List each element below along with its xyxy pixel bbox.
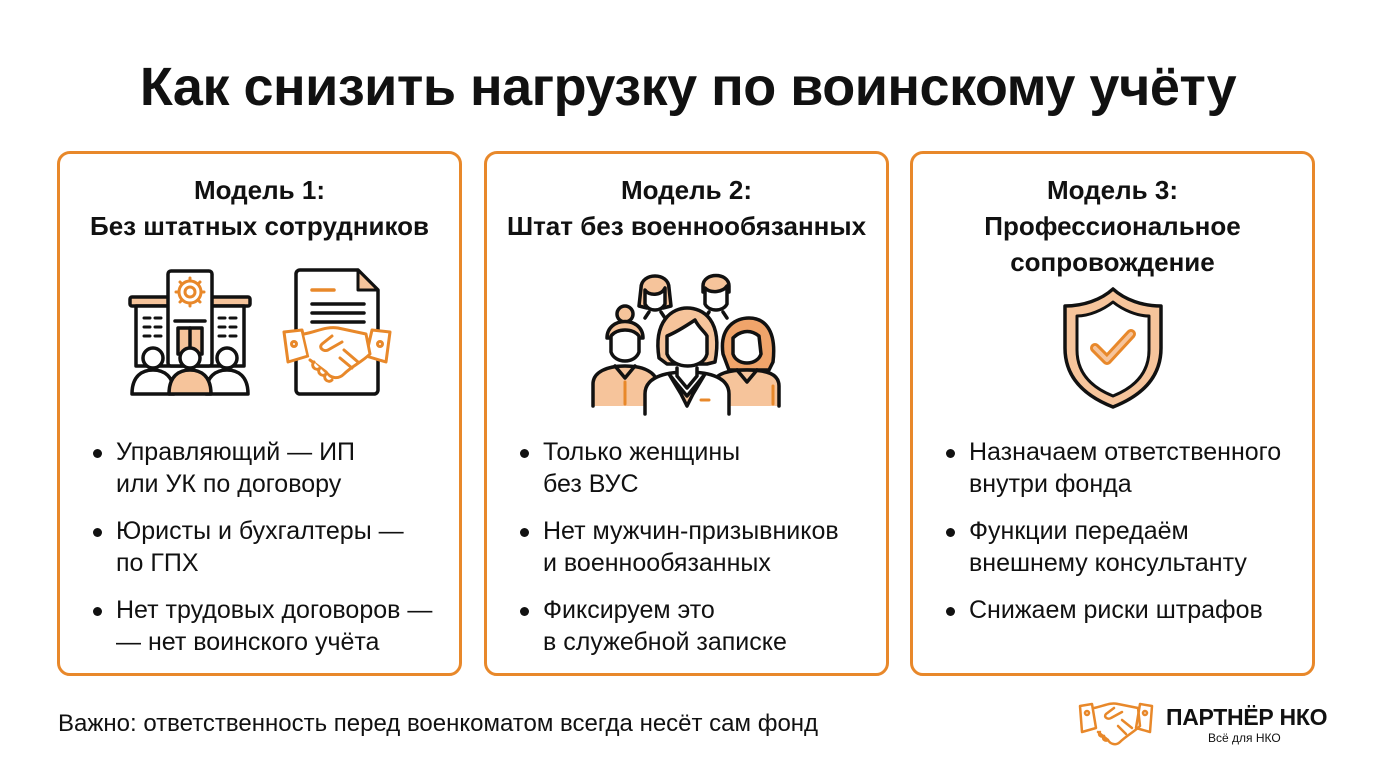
- footnote: Важно: ответственность перед военкоматом…: [58, 710, 819, 737]
- handshake-icon: [1078, 700, 1154, 751]
- card-heading-line: Штат без военнообязанных: [506, 211, 867, 241]
- model-card-3: Модель 3: Профессиональное сопровождение…: [910, 151, 1315, 676]
- card-heading-line: Профессиональное: [984, 211, 1241, 241]
- contract-handshake-icon: [282, 266, 392, 403]
- card-heading-line: Модель 3:: [1046, 175, 1178, 205]
- card-heading-line: сопровождение: [1010, 247, 1215, 277]
- card-heading: Модель 2: Штат без военнообязанных: [487, 172, 886, 244]
- card-heading-line: Без штатных сотрудников: [90, 211, 429, 241]
- list-item: Снижаем риски штрафов: [943, 594, 1302, 626]
- card-icons: [60, 266, 459, 403]
- list-item: Нет трудовых договоров —— нет воинского …: [90, 594, 449, 658]
- model-card-2: Модель 2: Штат без военнообязанных: [484, 151, 889, 676]
- model-card-1: Модель 1: Без штатных сотрудников: [57, 151, 462, 676]
- women-team-icon: [589, 266, 785, 421]
- page-title: Как снизить нагрузку по воинскому учёту: [139, 57, 1237, 117]
- card-heading-line: Модель 2:: [620, 175, 752, 205]
- brand-logo: ПАРТНЁР НКО Всё для НКО: [1078, 698, 1328, 750]
- brand-name: ПАРТНЁР НКО: [1166, 704, 1328, 730]
- card-heading-line: Модель 1:: [193, 175, 325, 205]
- brand-tagline: Всё для НКО: [1208, 731, 1281, 745]
- list-item: Юристы и бухгалтеры —по ГПХ: [90, 515, 449, 579]
- shield-check-icon: [1061, 286, 1165, 415]
- card-heading: Модель 3: Профессиональное сопровождение: [913, 172, 1312, 280]
- office-building-with-people-icon: [127, 266, 252, 403]
- card-icons: [487, 266, 886, 421]
- card-icons: [913, 286, 1312, 415]
- card-heading: Модель 1: Без штатных сотрудников: [60, 172, 459, 244]
